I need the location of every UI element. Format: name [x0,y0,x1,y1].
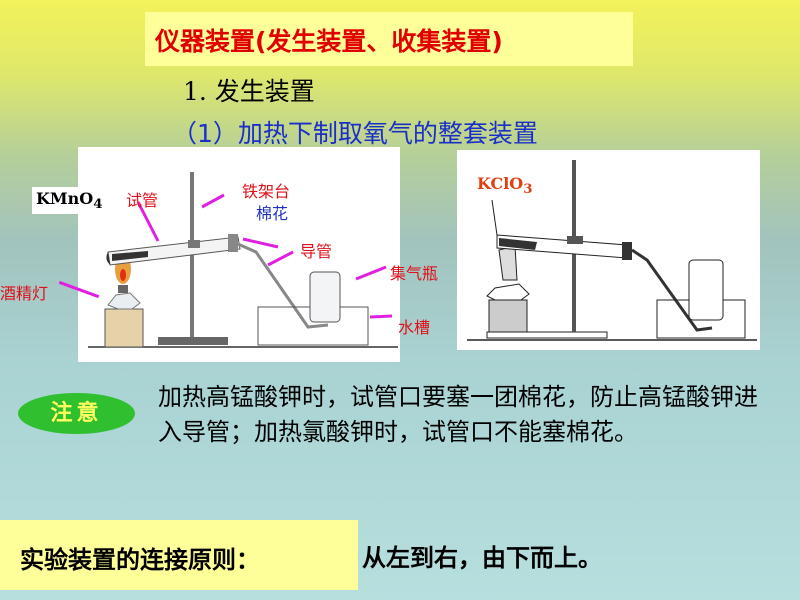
cotton-label: 棉花 [256,204,289,223]
title-box: 仪器装置(发生装置、收集装置) [145,12,633,66]
kmno4-apparatus-figure [78,147,400,362]
iron-stand-label: 铁架台 [242,182,291,201]
gas-bottle-label: 集气瓶 [390,264,439,283]
kclo3-apparatus-figure [457,150,760,350]
rule-label: 实验装置的连接原则： [0,520,358,590]
kmno4-label: KMnO4 [32,187,107,215]
note-badge: 注意 [18,393,135,434]
apparatus-drawing [88,172,398,348]
test-tube-label: 试管 [126,191,159,210]
alcohol-lamp-label: 酒精灯 [0,284,49,303]
delivery-tube-label: 导管 [300,242,333,261]
kclo3-label: KClO3 [477,174,533,198]
rule-value: 从左到右，由下而上。 [362,544,602,572]
apparatus-drawing [467,160,757,341]
subsection-heading: （1）加热下制取氧气的整套装置 [172,119,538,148]
water-trough-label: 水槽 [398,318,431,337]
note-text: 加热高锰酸钾时，试管口要塞一团棉花，防止高锰酸钾进入导管；加热氯酸钾时，试管口不… [158,383,758,446]
section-heading: 1. 发生装置 [183,77,315,106]
